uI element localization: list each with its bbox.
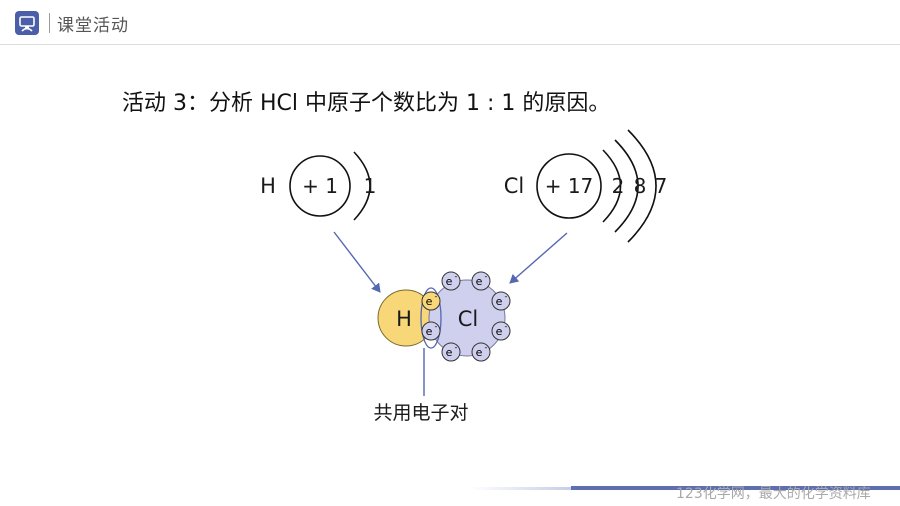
h-shell-electrons: 1 [364, 174, 377, 198]
shared-pair-label: 共用电子对 [373, 402, 468, 424]
svg-text:e: e [446, 346, 453, 359]
header-divider [0, 44, 900, 45]
svg-text:-: - [435, 292, 438, 301]
molecule-cl-label: Cl [458, 307, 479, 331]
electron: e - [491, 291, 511, 311]
watermark-text: 123化学网，最大的化学资料库 [676, 486, 871, 502]
electron: e - [441, 271, 461, 291]
svg-text:e: e [426, 295, 433, 308]
cl-shell-arc-3 [627, 129, 657, 243]
cl-shell1-electrons: 2 [612, 174, 625, 198]
cl-shell-arc-2 [614, 139, 639, 233]
electron: e - [491, 321, 511, 341]
h-arrow [333, 231, 381, 293]
svg-text:e: e [426, 325, 433, 338]
electron: e - [471, 342, 491, 362]
h-shell-arc [353, 151, 371, 221]
cl-nucleus-charge: + 17 [545, 174, 594, 198]
header-separator [49, 13, 50, 33]
cl-shell3-electrons: 7 [655, 174, 668, 198]
classroom-icon [15, 11, 39, 35]
electron: e - [421, 291, 441, 311]
svg-text:-: - [505, 292, 508, 301]
svg-text:e: e [496, 295, 503, 308]
cl-shell2-electrons: 8 [634, 174, 647, 198]
svg-text:e: e [496, 325, 503, 338]
h-nucleus-circle [289, 155, 351, 217]
svg-text:-: - [455, 343, 458, 352]
svg-text:-: - [485, 343, 488, 352]
hcl-molecule: H Cl e - e - e - e - e - [377, 271, 511, 362]
electron: e - [441, 342, 461, 362]
h-nucleus-charge: + 1 [302, 174, 338, 198]
h-atom-structure: H + 1 1 [260, 151, 377, 221]
cl-nucleus-circle [536, 153, 602, 219]
svg-text:-: - [455, 272, 458, 281]
svg-text:e: e [476, 275, 483, 288]
page-title: 课堂活动 [57, 16, 129, 36]
svg-text:e: e [476, 346, 483, 359]
footer-accent-fade [471, 487, 571, 490]
cl-arrow [509, 232, 568, 284]
cl-atom-symbol: Cl [504, 174, 525, 198]
footer-accent-bar [571, 486, 900, 490]
svg-text:e: e [446, 275, 453, 288]
svg-text:-: - [485, 272, 488, 281]
shared-pair-ellipse [420, 287, 442, 349]
svg-text:-: - [505, 322, 508, 331]
cl-atom-sphere [428, 279, 506, 357]
svg-text:-: - [435, 322, 438, 331]
molecule-h-label: H [396, 307, 412, 331]
cl-shell-arc-1 [602, 149, 622, 223]
header-bar: 课堂活动 [0, 0, 900, 46]
h-atom-symbol: H [260, 174, 276, 198]
electron: e - [471, 271, 491, 291]
electron: e - [421, 321, 441, 341]
activity-prompt: 活动 3：分析 HCl 中原子个数比为 1 : 1 的原因。 [122, 91, 611, 116]
cl-atom-structure: Cl + 17 2 8 7 [504, 129, 668, 243]
